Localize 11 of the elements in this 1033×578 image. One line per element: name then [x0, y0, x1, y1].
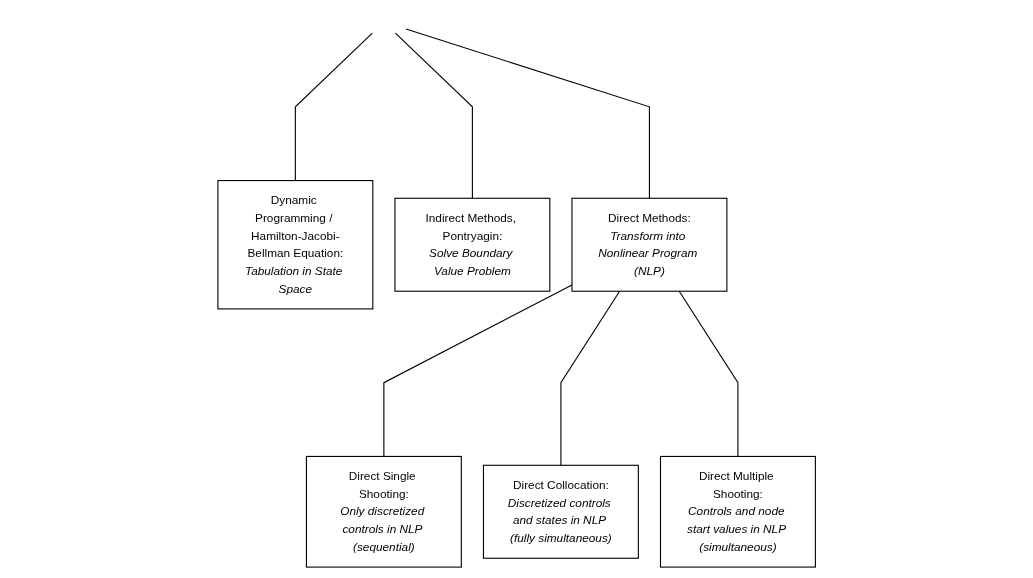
node-box: Direct Multiple Shooting: Controls and node start values in NLP (simultaneous) — [659, 455, 816, 568]
node-box: Direct Single Shooting: Only discretized controls in NLP (sequential) — [305, 455, 462, 568]
connector — [678, 290, 739, 457]
node-box: Direct Collocation: Discretized controls and states in NLP (fully simultaneous) — [482, 464, 639, 559]
node-box: Dynamic Programming / Hamilton-Jacobi-Bellman Equation: Tabulation in State Space — [217, 180, 374, 310]
connector — [394, 32, 473, 199]
connector — [294, 32, 373, 182]
connector — [560, 290, 620, 466]
node-box: Direct Methods: Transform into Nonlinear Program (NLP) — [571, 197, 728, 292]
connector — [405, 28, 650, 199]
node-box: Indirect Methods, Pontryagin: Solve Boundary Value Problem — [394, 197, 551, 292]
